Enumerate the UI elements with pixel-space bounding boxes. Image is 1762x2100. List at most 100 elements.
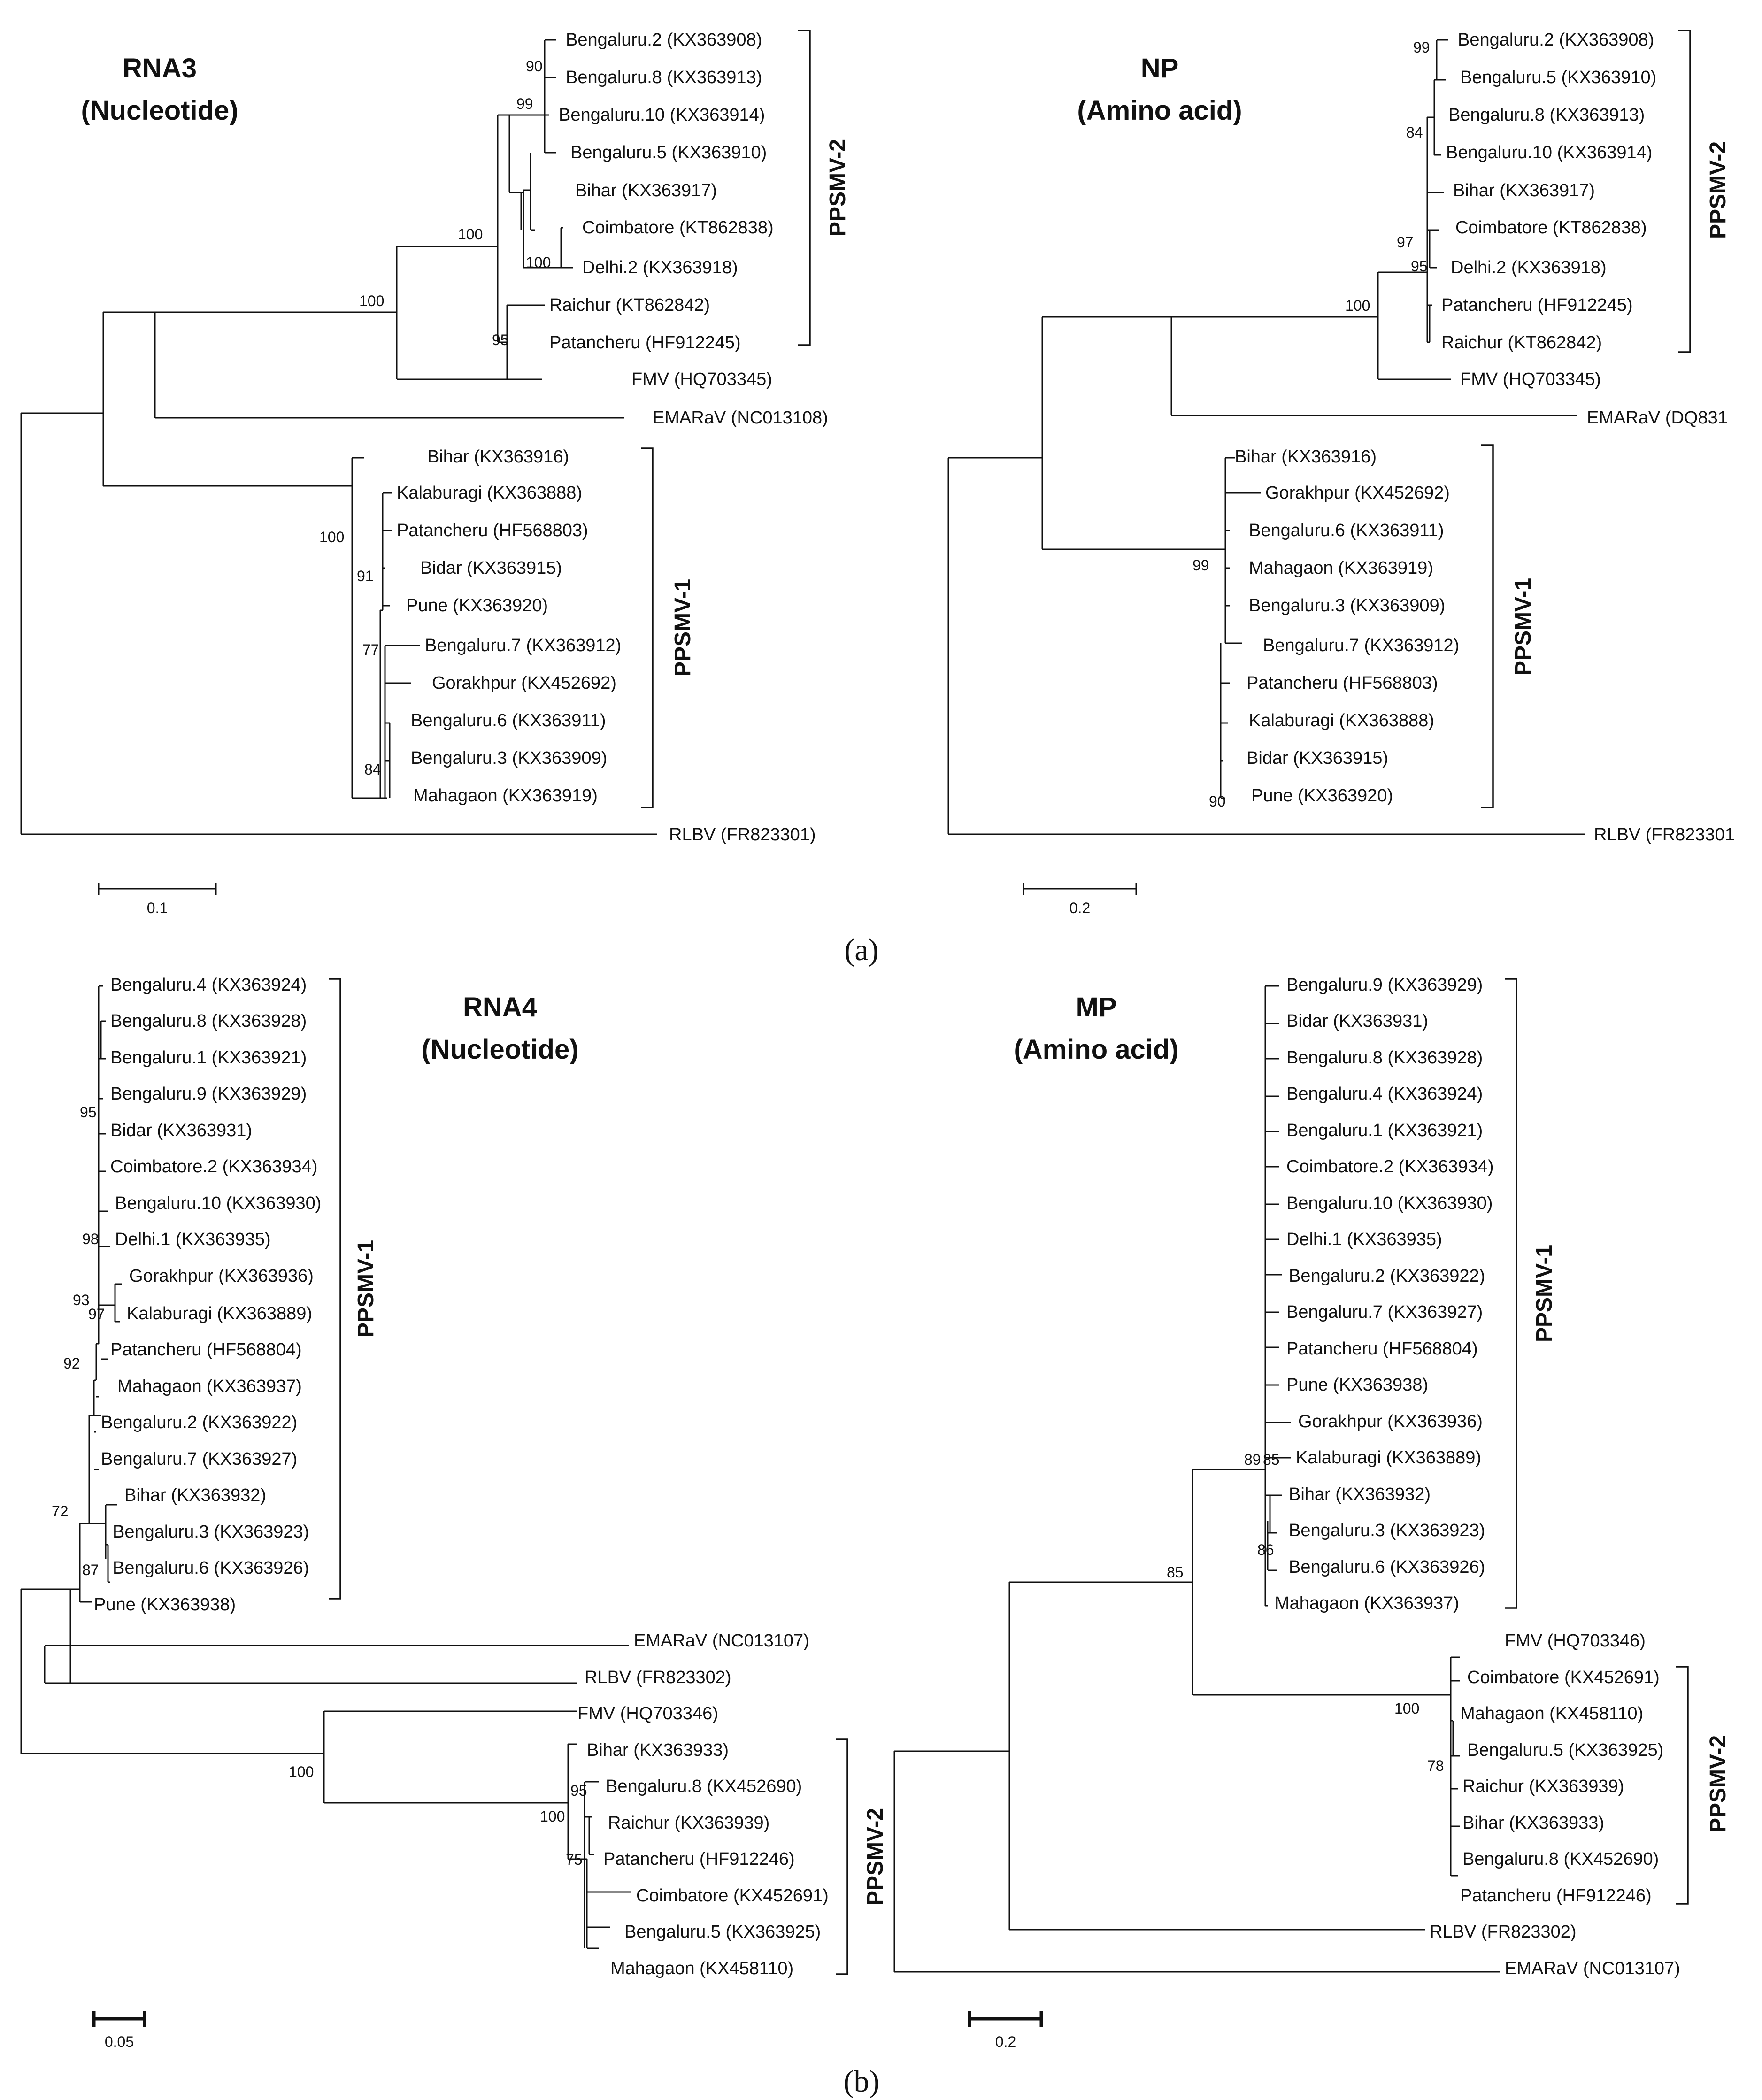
leaf-label: Bengaluru.6 (KX363911) [1249,521,1444,540]
leaf-label: Bengaluru.6 (KX363911) [411,711,606,731]
leaf-label: Pune (KX363938) [94,1595,236,1615]
bootstrap-value: 92 [63,1355,80,1372]
leaf-label: Gorakhpur (KX363936) [129,1266,314,1286]
leaf-label: Mahagaon (KX363919) [1249,558,1433,578]
clade-label-ppsmv2: PPSMV-2 [863,1808,888,1906]
leaf-label: Mahagaon (KX458110) [610,1959,793,1978]
clade-bracket-ppsmv2 [1678,30,1691,353]
leaf-label: Bengaluru.2 (KX363922) [1289,1266,1485,1286]
clade-bracket-ppsmv2 [836,1738,848,1975]
leaf-label: Bengaluru.6 (KX363926) [1289,1557,1485,1577]
bootstrap-value: 89 [1244,1451,1261,1468]
bootstrap-value: 95 [1411,258,1428,275]
tree-title-line2: (Amino acid) [1014,1034,1178,1065]
tree-title-line1: RNA3 [123,53,197,84]
leaf-label: Bihar (KX363916) [427,447,569,467]
leaf-label: Patancheru (HF912246) [603,1849,795,1869]
bootstrap-value: 95 [492,331,509,348]
leaf-label: Bengaluru.2 (KX363922) [101,1413,297,1432]
leaf-label: Mahagaon (KX363937) [1275,1593,1459,1613]
leaf-label: FMV (HQ703345) [1460,369,1601,389]
leaf-label: Bengaluru.1 (KX363921) [110,1048,307,1068]
leaf-label: Coimbatore (KX452691) [636,1886,829,1906]
bootstrap-value: 99 [1413,39,1430,56]
bootstrap-value: 99 [1193,557,1209,574]
leaf-label: Coimbatore (KT862838) [582,218,774,238]
leaf-label: Bengaluru.5 (KX363925) [1467,1740,1663,1760]
scale-bar: 0.2 [968,2011,1043,2050]
bootstrap-value: 100 [1345,297,1370,314]
leaf-label: Bengaluru.8 (KX363913) [1448,105,1645,125]
clade-label-ppsmv1: PPSMV-1 [354,1240,378,1338]
bootstrap-value: 85 [1263,1451,1280,1468]
bootstrap-values: 99 84 97 95 100 99 90 [1193,39,1430,810]
leaf-label: Coimbatore.2 (KX363934) [110,1157,317,1177]
leaf-label: EMARaV (NC013107) [634,1631,809,1651]
leaf-label: Bengaluru.3 (KX363909) [411,748,607,768]
leaf-label: Delhi.1 (KX363935) [115,1230,271,1249]
scale-bar-label: 0.05 [105,2033,134,2050]
bootstrap-value: 75 [566,1851,583,1868]
leaf-label: Bengaluru.9 (KX363929) [110,1084,307,1104]
bootstrap-value: 98 [82,1231,99,1247]
tree-title-line2: (Nucleotide) [421,1034,578,1065]
leaf-label: Bengaluru.7 (KX363927) [101,1449,297,1469]
leaf-label: Bengaluru.10 (KX363914) [1446,143,1652,162]
leaf-label: Patancheru (HF568803) [1246,673,1438,693]
panel-label-a: (a) [844,933,878,967]
leaf-label: EMARaV (DQ831 [1587,408,1728,428]
leaf-label: RLBV (FR823301) [669,825,816,845]
panel-label-b: (b) [844,2064,880,2099]
leaf-label: Bengaluru.4 (KX363924) [110,975,307,995]
leaf-label: Bengaluru.8 (KX452690) [1462,1849,1659,1869]
bootstrap-values: 95 98 93 97 92 72 87 100 95 100 75 [52,1104,587,1868]
clade-bracket-ppsmv1 [329,978,341,1600]
tree-branches [20,985,631,1949]
leaf-label: Bihar (KX363933) [1462,1813,1604,1833]
bootstrap-value: 100 [359,292,384,309]
leaf-label: Patancheru (HF912246) [1460,1886,1652,1906]
leaf-label: Raichur (KX363939) [1462,1777,1624,1796]
leaf-label: RLBV (FR823301 [1594,825,1735,845]
clade-label-ppsmv1: PPSMV-1 [1511,578,1536,676]
leaf-label: Bengaluru.4 (KX363924) [1286,1084,1483,1104]
bootstrap-value: 100 [289,1763,314,1780]
leaf-label: Bengaluru.8 (KX363913) [566,68,762,87]
clade-bracket-ppsmv1 [641,447,654,808]
leaf-label: Bengaluru.7 (KX363912) [425,636,621,655]
scale-bar-label: 0.1 [147,900,168,916]
leaf-label: Bengaluru.5 (KX363925) [624,1922,821,1942]
bootstrap-value: 95 [570,1782,587,1799]
tree-title-line1: MP [1076,992,1117,1023]
tree-title-line1: NP [1141,53,1179,84]
leaf-label: Bihar (KX363932) [1289,1485,1431,1504]
leaf-label: Kalaburagi (KX363888) [1249,711,1434,731]
leaf-label: Coimbatore.2 (KX363934) [1286,1157,1493,1177]
leaf-label: Pune (KX363938) [1286,1375,1428,1395]
clade-bracket-ppsmv2 [798,30,811,346]
leaf-label: Bengaluru.6 (KX363926) [113,1558,309,1578]
leaf-label: Patancheru (HF912245) [1441,295,1633,315]
bootstrap-value: 78 [1427,1757,1444,1774]
bootstrap-value: 72 [52,1503,69,1520]
tree-title-line1: RNA4 [463,992,537,1023]
leaf-label: Mahagaon (KX363919) [413,786,598,806]
leaf-label: Bengaluru.10 (KX363930) [1286,1193,1493,1213]
leaf-label: FMV (HQ703345) [631,369,772,389]
leaf-label: Delhi.1 (KX363935) [1286,1230,1442,1249]
leaf-label: RLBV (FR823302) [585,1668,731,1687]
leaf-label: Bengaluru.8 (KX452690) [606,1777,802,1796]
leaf-label: Pune (KX363920) [406,596,548,615]
leaf-label: Mahagaon (KX363937) [117,1377,302,1396]
clade-label-ppsmv1: PPSMV-1 [670,579,695,677]
tree-branches [893,985,1500,1973]
leaf-label: Bengaluru.3 (KX363923) [113,1522,309,1542]
leaf-label: Bengaluru.3 (KX363909) [1249,596,1445,615]
clade-label-ppsmv2: PPSMV-2 [1706,141,1731,239]
bootstrap-value: 85 [1167,1564,1184,1581]
leaf-label: Patancheru (HF568803) [397,521,588,540]
bootstrap-value: 90 [1209,793,1226,810]
clade-label-ppsmv2: PPSMV-2 [825,139,850,237]
bootstrap-value: 97 [1397,234,1414,251]
